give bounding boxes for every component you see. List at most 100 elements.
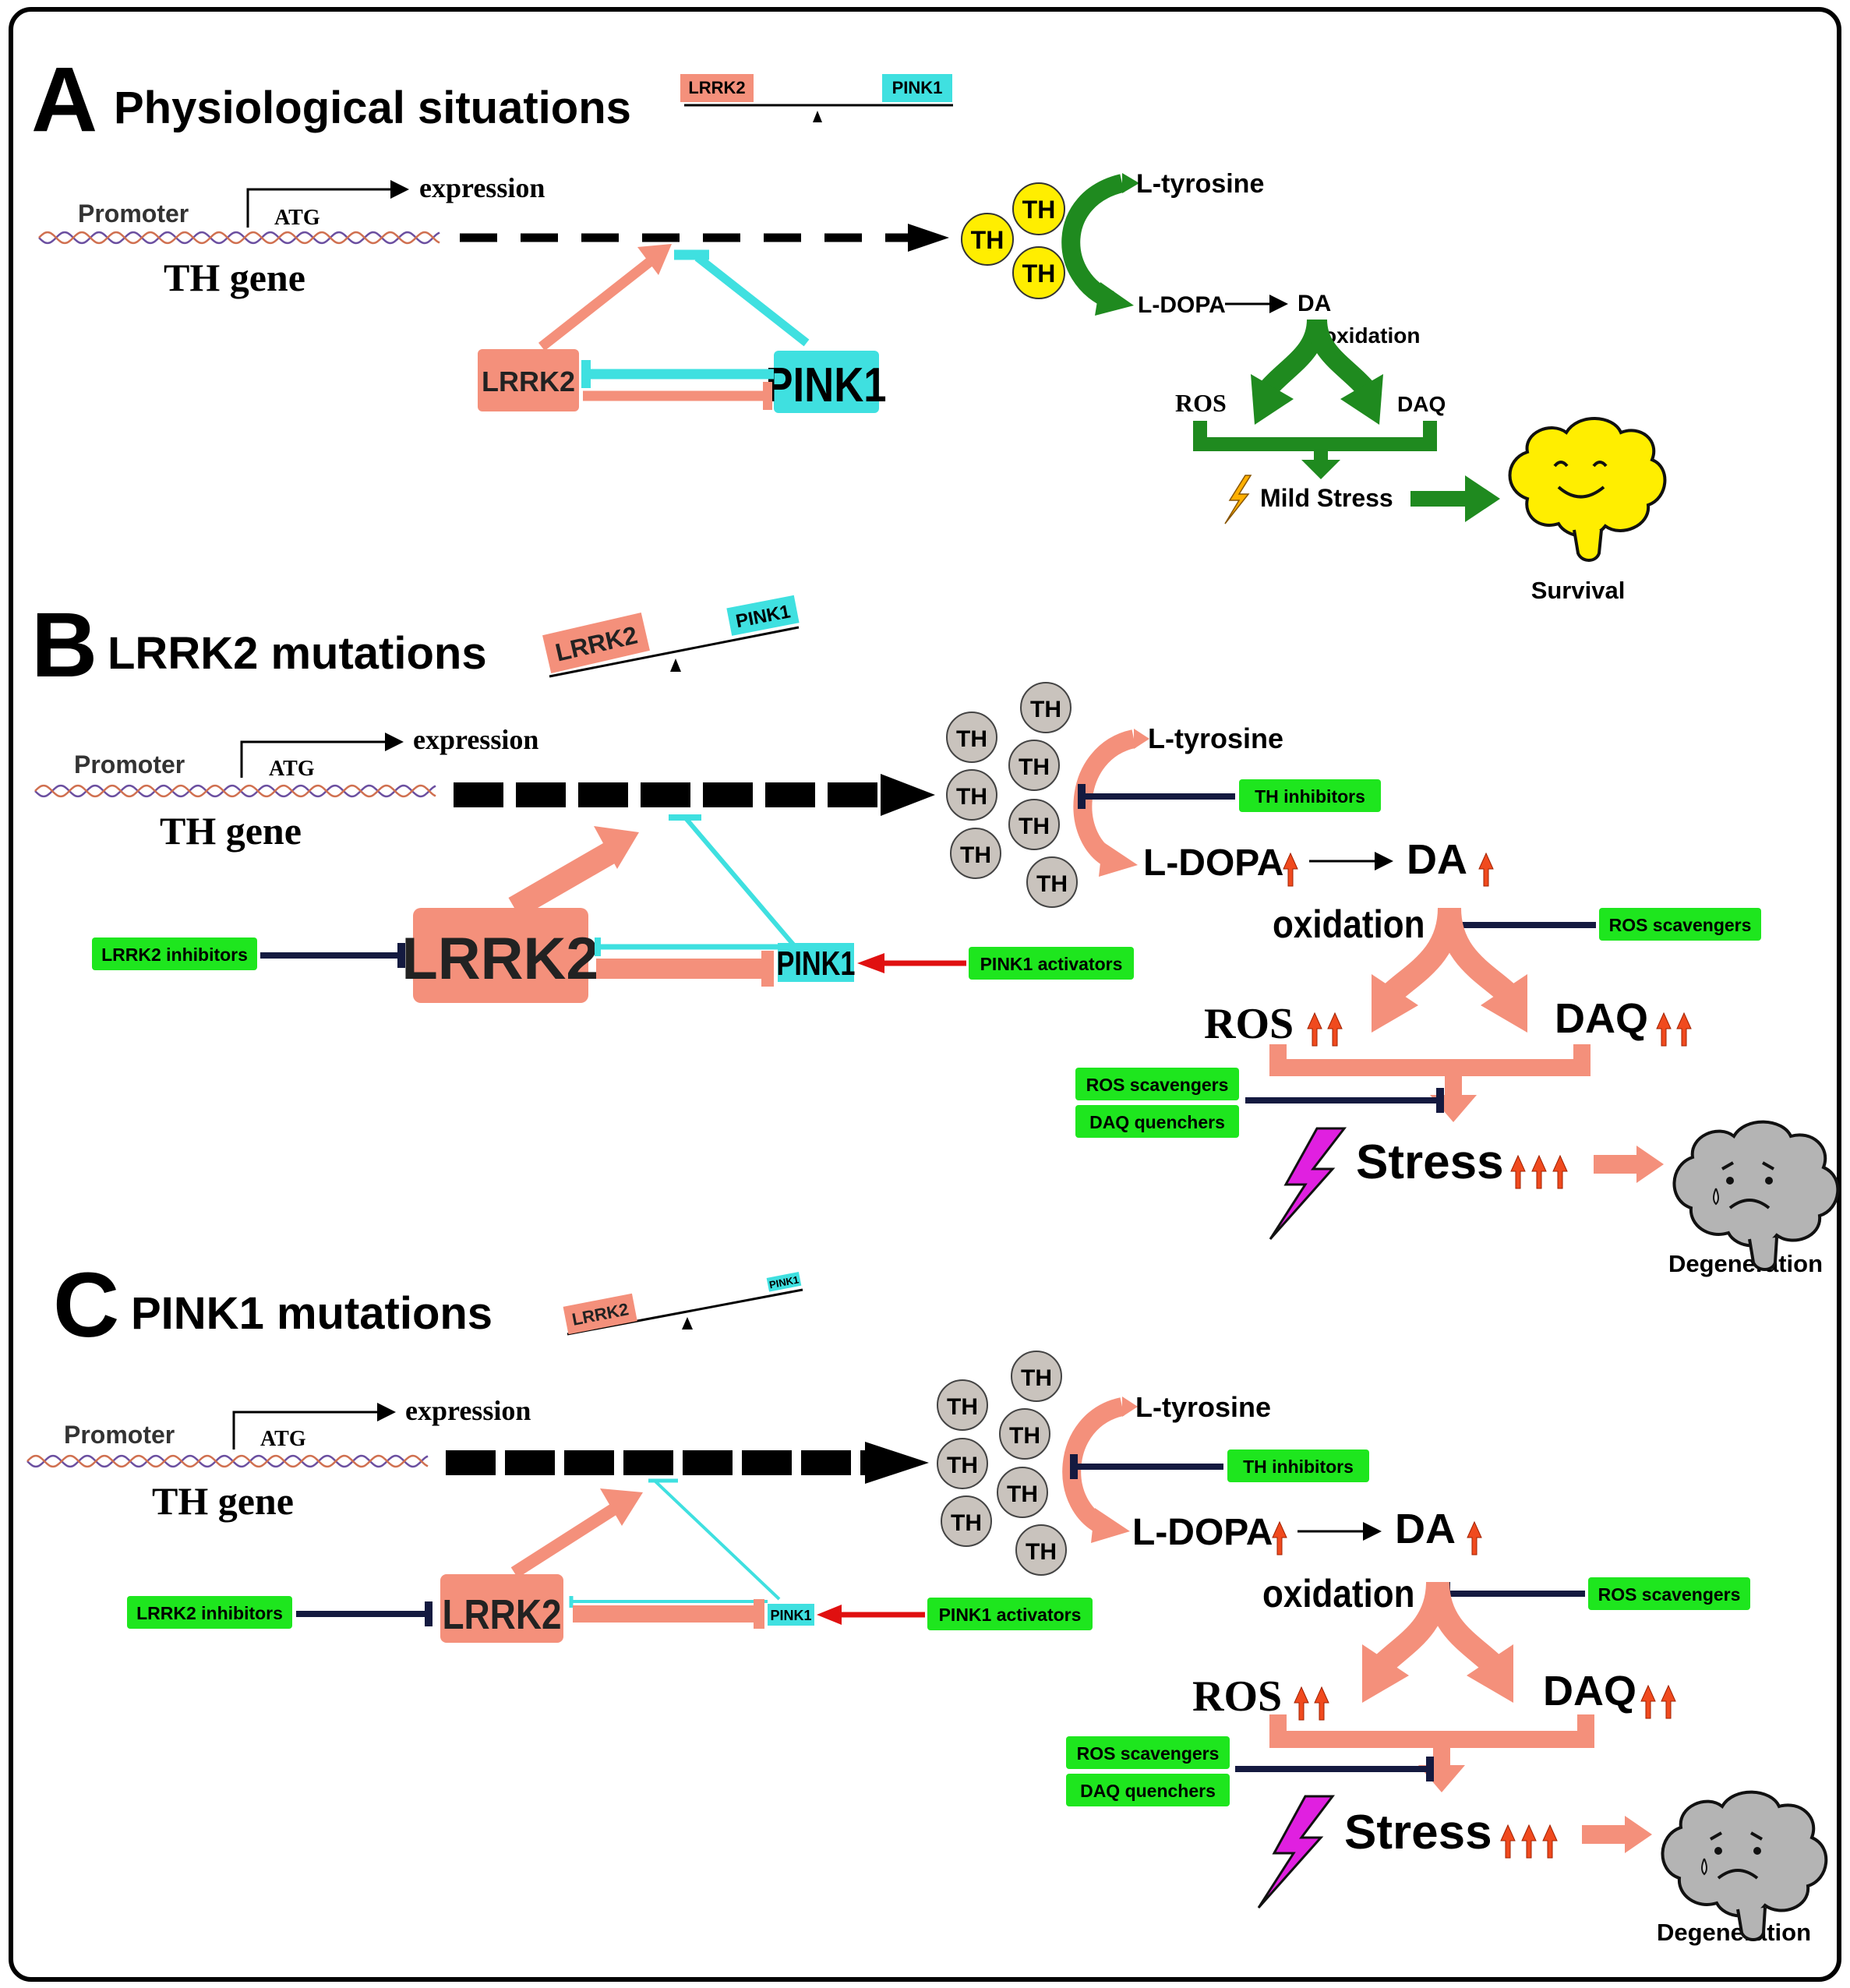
panel-a: A Physiological situations LRRK2 PINK1 P… bbox=[31, 48, 1667, 604]
th-inhibitors-label: TH inhibitors bbox=[1255, 786, 1365, 807]
atg-label: ATG bbox=[269, 757, 315, 781]
panel-c-title: PINK1 mutations bbox=[131, 1288, 493, 1339]
lightning-icon bbox=[1224, 475, 1252, 524]
increase-arrow-icon bbox=[1478, 852, 1494, 887]
panel-a-th-cluster: TH TH TH bbox=[961, 182, 1065, 299]
pink1-label: PINK1 bbox=[776, 945, 855, 983]
th-enzyme: TH bbox=[1019, 754, 1050, 780]
lrrk2-label: LRRK2 bbox=[482, 365, 575, 397]
increase-arrow-icon bbox=[1521, 1824, 1537, 1859]
th-enzyme: TH bbox=[1022, 196, 1056, 224]
panel-c-seesaw: LRRK2 PINK1 bbox=[563, 1271, 803, 1336]
th-gene-label: TH gene bbox=[152, 1479, 294, 1523]
th-gene-label: TH gene bbox=[164, 256, 305, 299]
promoter-label: Promoter bbox=[74, 750, 185, 779]
increase-arrow-icon bbox=[1656, 1012, 1672, 1047]
th-gene-label: TH gene bbox=[160, 809, 302, 853]
lrrk2-inhibitors-box bbox=[127, 1596, 292, 1629]
oxidation-label: oxidation bbox=[1323, 323, 1420, 348]
th-enzyme: TH bbox=[1021, 1365, 1052, 1391]
l-dopa-label: L-DOPA bbox=[1132, 1512, 1273, 1553]
pink1-activators-box bbox=[969, 947, 1134, 980]
promoter-label: Promoter bbox=[64, 1421, 175, 1449]
ros-scavengers-box bbox=[1075, 1068, 1239, 1100]
mild-stress-label: Mild Stress bbox=[1260, 484, 1393, 512]
panel-b-gene: Promoter ATG expression TH gene bbox=[34, 724, 935, 853]
l-tyrosine-label: L-tyrosine bbox=[1136, 169, 1264, 199]
pink1-activators-box bbox=[927, 1598, 1093, 1630]
pink1-label: PINK1 bbox=[765, 358, 886, 412]
panel-a-pathway: L-tyrosine L-DOPA DA oxidation ROS DAQ M… bbox=[1061, 169, 1626, 604]
expression-label: expression bbox=[405, 1395, 531, 1426]
panel-b: B LRRK2 mutations LRRK2 PINK1 Promoter A… bbox=[31, 594, 1840, 1277]
survival-label: Survival bbox=[1531, 577, 1626, 604]
panel-b-letter: B bbox=[31, 594, 97, 697]
pink1-activators-label: PINK1 activators bbox=[939, 1605, 1082, 1625]
panel-a-seesaw: LRRK2 PINK1 bbox=[680, 74, 953, 122]
da-label: DA bbox=[1395, 1506, 1456, 1552]
increase-arrow-icon bbox=[1314, 1686, 1329, 1721]
expression-label: expression bbox=[419, 172, 545, 203]
da-label: DA bbox=[1407, 836, 1467, 883]
th-enzyme: TH bbox=[956, 784, 987, 810]
th-enzyme: TH bbox=[960, 842, 991, 868]
pink1-activators-label: PINK1 activators bbox=[980, 954, 1123, 974]
stress-label: Stress bbox=[1356, 1135, 1504, 1189]
th-inhibitors-box bbox=[1239, 779, 1381, 812]
atg-label: ATG bbox=[260, 1427, 306, 1451]
ros-scavengers-box bbox=[1599, 908, 1761, 941]
th-enzyme: TH bbox=[1026, 1539, 1057, 1565]
panel-c: C PINK1 mutations LRRK2 PINK1 Promoter A… bbox=[26, 1254, 1828, 1946]
lrrk2-box bbox=[478, 349, 579, 411]
dna-helix bbox=[34, 784, 436, 798]
panel-a-gene: Promoter ATG expression TH gene bbox=[38, 172, 949, 299]
lightning-icon bbox=[1269, 1127, 1347, 1240]
ros-scavengers-box bbox=[1066, 1736, 1230, 1769]
increase-arrow-icon bbox=[1467, 1520, 1482, 1555]
th-enzyme: TH bbox=[1009, 1423, 1040, 1449]
l-tyrosine-label: L-tyrosine bbox=[1135, 1391, 1271, 1423]
ros-label: ROS bbox=[1192, 1672, 1282, 1721]
panel-b-regulation: LRRK2 PINK1 LRRK2 inhibitors PINK1 activ… bbox=[92, 814, 1134, 1003]
ros-scavengers-label: ROS scavengers bbox=[1609, 915, 1752, 935]
ros-label: ROS bbox=[1204, 1000, 1294, 1048]
increase-arrow-icon bbox=[1283, 852, 1298, 887]
increase-arrow-icon bbox=[1307, 1012, 1322, 1047]
lrrk2-box bbox=[413, 908, 588, 1003]
th-enzyme: TH bbox=[1030, 697, 1061, 722]
l-tyrosine-label: L-tyrosine bbox=[1148, 722, 1283, 754]
increase-arrow-icon bbox=[1640, 1684, 1656, 1719]
panel-a-letter: A bbox=[31, 48, 97, 151]
expression-label: expression bbox=[413, 724, 538, 755]
increase-arrow-icon bbox=[1531, 1154, 1547, 1189]
daq-quenchers-label: DAQ quenchers bbox=[1089, 1112, 1225, 1132]
pink1-label: PINK1 bbox=[770, 1608, 811, 1623]
dna-helix bbox=[26, 1454, 429, 1468]
increase-arrow-icon bbox=[1294, 1686, 1309, 1721]
th-enzyme: TH bbox=[971, 226, 1004, 254]
lrrk2-box bbox=[440, 1574, 563, 1643]
th-enzyme: TH bbox=[956, 726, 987, 752]
ros-scavengers-label: ROS scavengers bbox=[1077, 1743, 1220, 1764]
lightning-icon bbox=[1257, 1795, 1336, 1909]
th-enzyme: TH bbox=[1036, 871, 1068, 897]
daq-label: DAQ bbox=[1555, 995, 1648, 1042]
panel-a-title: Physiological situations bbox=[114, 83, 631, 133]
panel-b-seesaw: LRRK2 PINK1 bbox=[542, 595, 800, 678]
panel-c-regulation: LRRK2 PINK1 LRRK2 inhibitors PINK1 activ… bbox=[127, 1478, 1093, 1643]
dna-helix bbox=[38, 231, 440, 245]
daq-quenchers-box bbox=[1075, 1105, 1239, 1138]
th-inhibitors-box bbox=[1227, 1450, 1369, 1482]
seesaw-lrrk2-label: LRRK2 bbox=[688, 78, 745, 97]
happy-brain-icon bbox=[1508, 417, 1667, 562]
daq-label: DAQ bbox=[1543, 1668, 1636, 1714]
degeneration-label: Degeneration bbox=[1657, 1919, 1811, 1946]
increase-arrow-icon bbox=[1500, 1824, 1516, 1859]
th-enzyme: TH bbox=[951, 1510, 982, 1536]
increase-arrow-icon bbox=[1272, 1520, 1287, 1555]
seesaw-pink1-label: PINK1 bbox=[892, 78, 943, 97]
increase-arrow-icon bbox=[1327, 1012, 1343, 1047]
lrrk2-inhibitors-label: LRRK2 inhibitors bbox=[101, 945, 248, 965]
stress-label: Stress bbox=[1344, 1806, 1492, 1859]
